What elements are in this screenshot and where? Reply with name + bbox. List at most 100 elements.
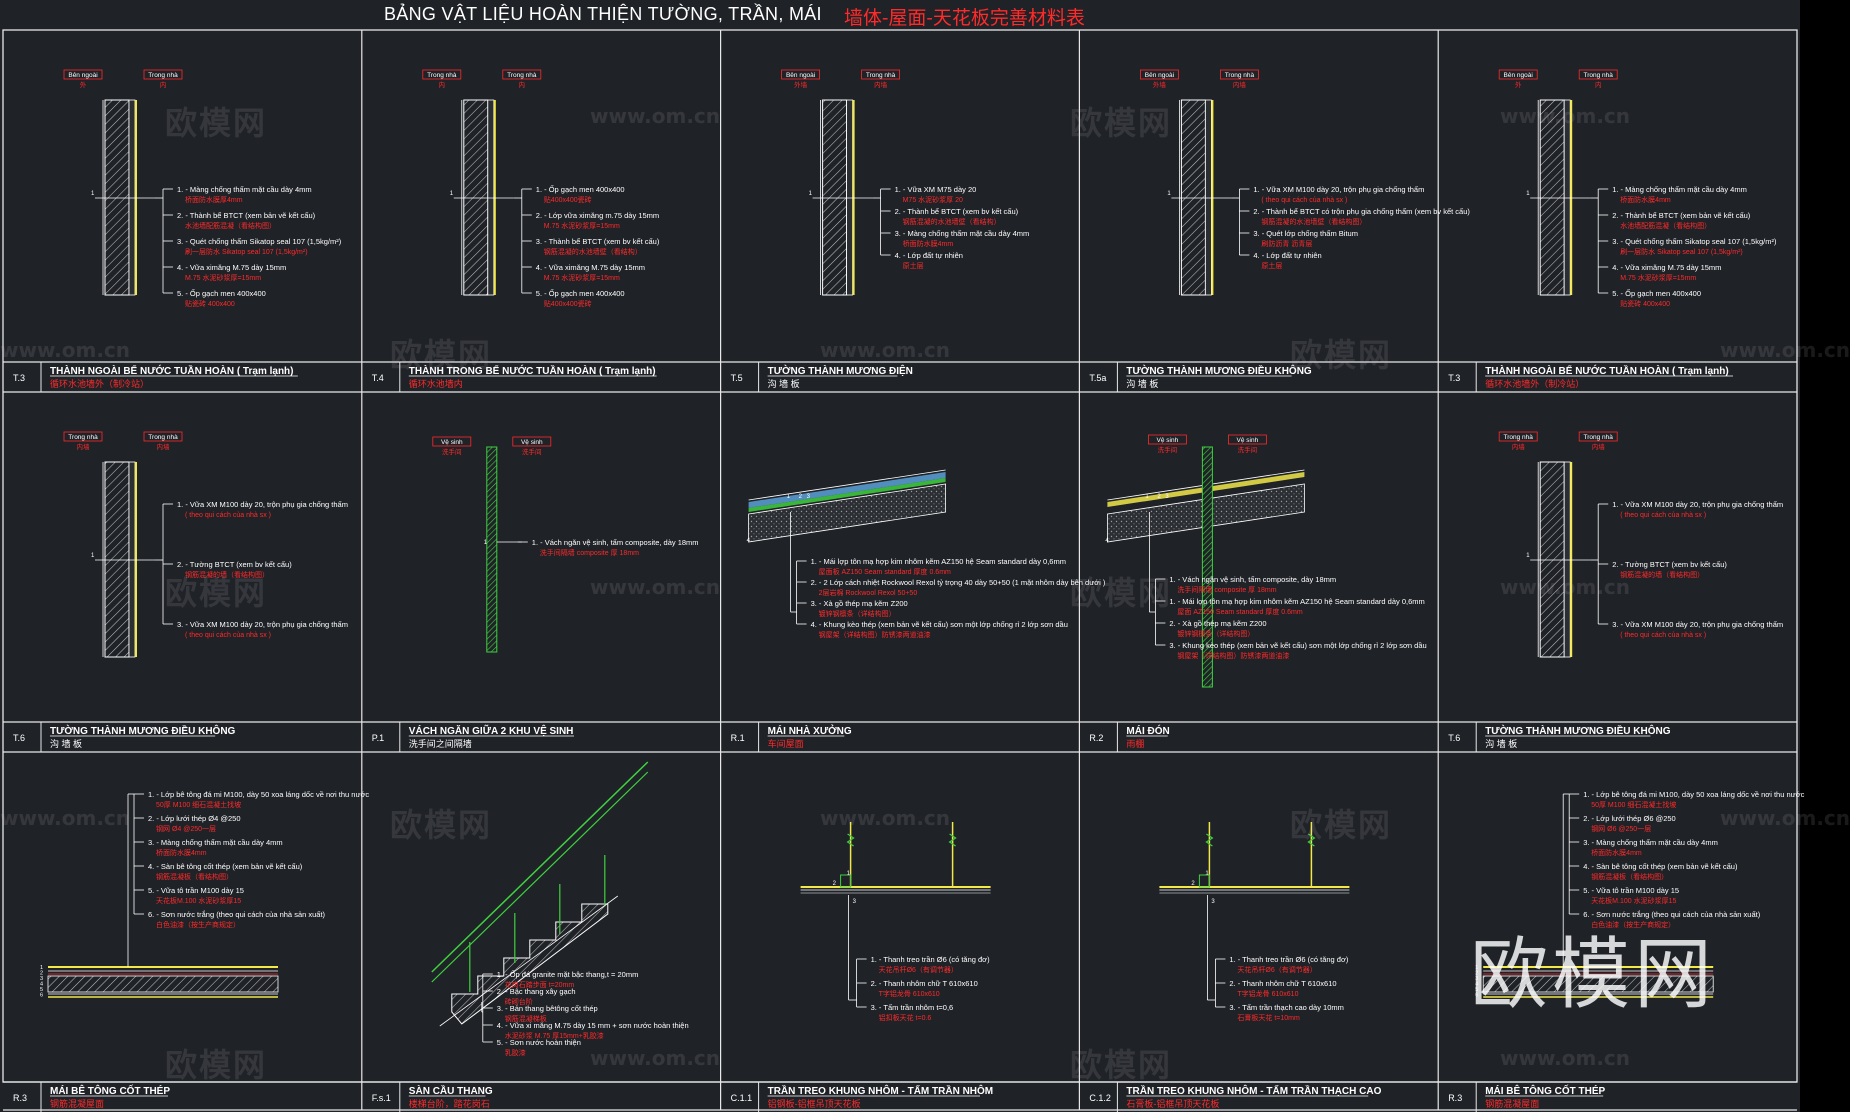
detail-title: THÀNH TRONG BỂ NƯỚC TUẦN HOÀN ( Trạm lạn… bbox=[409, 364, 656, 377]
side-tag-label-cn: 内墙 bbox=[77, 442, 91, 451]
note-line: 2. - Lớp lưới thép Ø4 @250 bbox=[148, 814, 241, 823]
note-line: 2. - Thanh nhôm chữ T 610x610 bbox=[871, 979, 978, 988]
note-line: 3. - Quét lớp chống thấm Bitum bbox=[1253, 229, 1358, 238]
note-line-cn: 钢筋混凝的墙（看结构图） bbox=[1620, 570, 1704, 579]
wall-section bbox=[463, 99, 489, 296]
note-line: 4. - Lớp đất tự nhiên bbox=[895, 251, 963, 260]
note-line: 3. - Vữa XM M100 dày 20, trộn phụ gia ch… bbox=[177, 620, 348, 629]
side-tag-box bbox=[1148, 434, 1187, 445]
wall-section bbox=[1539, 461, 1565, 658]
layer-number: 3 bbox=[1211, 899, 1215, 905]
wall-section bbox=[104, 461, 130, 658]
detail-code: R.3 bbox=[1448, 1093, 1462, 1103]
note-line-cn: 水泥砂浆 M.75 厚15mm+乳胶漆 bbox=[505, 1031, 604, 1040]
side-tag-label-cn: 内 bbox=[160, 80, 167, 89]
turnbuckle bbox=[948, 833, 957, 847]
side-tag-label-cn: 外 bbox=[80, 80, 87, 89]
layer-number: 3 bbox=[40, 976, 43, 982]
side-tag-label: Trong nhà bbox=[427, 72, 457, 79]
detail-title: TƯỜNG THÀNH MƯƠNG ĐIỆN bbox=[768, 364, 913, 377]
note-line-cn: 石膏板天花 t=10mm bbox=[1237, 1013, 1300, 1022]
layer-number: 3 bbox=[853, 899, 857, 905]
note-line: 5. - Vữa tô trần M100 dày 15 bbox=[1583, 886, 1679, 895]
layer-number: 3 bbox=[1165, 494, 1169, 500]
side-tag-box bbox=[861, 69, 900, 80]
note-line: 1. - Mái lợp tôn mạ hợp kim nhôm kẽm AZ1… bbox=[1169, 597, 1424, 606]
note-line: 5. - Ốp gạch men 400x400 bbox=[536, 288, 625, 298]
detail-title-cn: 循环水池墙内 bbox=[409, 378, 463, 389]
layer-number: 2 bbox=[833, 881, 837, 887]
note-line: 1. - Vữa XM M100 dày 20, trộn phụ gia ch… bbox=[1253, 185, 1424, 194]
stair-flight bbox=[451, 903, 609, 1025]
layer-number: 2 bbox=[40, 971, 43, 977]
side-tag-label-cn: 内墙 bbox=[1233, 80, 1247, 89]
side-tag-label: Bên ngoài bbox=[1504, 72, 1533, 79]
side-tag-label-cn: 洗手间 bbox=[522, 447, 542, 456]
layer-number: 1 bbox=[40, 965, 43, 971]
note-line-cn: 桥面防水膜4mm bbox=[1591, 848, 1642, 857]
sheet-title-vietnamese: BẢNG VẬT LIỆU HOÀN THIỆN TƯỜNG, TRẦN, MÁ… bbox=[384, 4, 822, 24]
detail-title-cn: 石膏板-铝框吊顶天花板 bbox=[1126, 1098, 1219, 1109]
layer-number: 2 bbox=[1191, 881, 1195, 887]
detail-code: T.4 bbox=[372, 373, 384, 383]
note-line-cn: 桥面防水膜4mm bbox=[903, 239, 954, 248]
note-line-cn: 镀锌钢檩条（详结构图） bbox=[819, 609, 896, 618]
note-line-cn: 桥面防水膜4mm bbox=[156, 848, 207, 857]
detail-code: R.2 bbox=[1089, 733, 1103, 743]
side-tag-label-cn: 洗手间 bbox=[1158, 445, 1178, 454]
detail-title-cn: 钢筋混凝屋面 bbox=[50, 1098, 104, 1109]
note-line-cn: 天花吊杆Ø6（有调节器） bbox=[879, 965, 958, 974]
note-line: 2. - Tường BTCT (xem bv kết cấu) bbox=[177, 560, 292, 569]
note-line-cn: ( theo qui cách của nhà sx ) bbox=[1620, 631, 1706, 639]
note-line-cn: 洗手间隔墙 composite 厚 18mm bbox=[1177, 585, 1276, 594]
layer-number: 4 bbox=[40, 982, 43, 988]
detail-title-cn: 沟 墙 板 bbox=[1126, 378, 1158, 389]
turnbuckle bbox=[1205, 833, 1214, 847]
note-line-cn: 屋面 AZ150 Seam standard 厚度 0.6mm bbox=[1177, 607, 1302, 616]
detail-code: R.1 bbox=[731, 733, 745, 743]
layer-number: 1 bbox=[1167, 191, 1171, 197]
plaster-layer bbox=[128, 461, 136, 658]
note-line-cn: 水池墙配筋混凝（看结构图） bbox=[185, 221, 276, 230]
side-tag-label-cn: 外 bbox=[1515, 80, 1522, 89]
layer-number: 4 bbox=[1105, 538, 1109, 544]
note-line: 1. - Vách ngăn vệ sinh, tấm composite, d… bbox=[1169, 575, 1336, 584]
side-tag-box bbox=[1228, 434, 1267, 445]
detail-title-cn: 循环水池墙外（制冷站） bbox=[1485, 378, 1584, 389]
note-line: 2. - Lớp vữa ximăng m.75 dày 15mm bbox=[536, 211, 659, 220]
detail-title: TƯỜNG THÀNH MƯƠNG ĐIỀU KHÔNG bbox=[50, 724, 236, 737]
note-line-cn: 钢屋架（详结构图）防锈漆两道油漆 bbox=[819, 630, 931, 639]
note-line: 1. - Vữa XM M100 dày 20, trộn phụ gia ch… bbox=[1612, 500, 1783, 509]
detail-title: MÁI NHÀ XƯỞNG bbox=[768, 724, 852, 737]
layer-number: 1 bbox=[91, 191, 95, 197]
wall-section bbox=[1180, 99, 1206, 296]
note-line: 4. - Vữa ximăng M.75 dày 15mm bbox=[536, 263, 645, 272]
roof-top-line bbox=[748, 469, 946, 501]
side-tag-label-cn: 洗手间 bbox=[1238, 445, 1258, 454]
note-line: 3. - Xà gồ thép mạ kẽm Z200 bbox=[811, 599, 908, 608]
detail-title-cn: 铝钢板-铝框吊顶天花板 bbox=[768, 1098, 861, 1109]
side-tag-label-cn: 外墙 bbox=[794, 80, 808, 89]
note-line-cn: M.75 水泥砂浆厚=15mm bbox=[185, 273, 261, 282]
side-tag-label-cn: 外墙 bbox=[1153, 80, 1167, 89]
note-line-cn: 钢筋混凝的墙（看结构图） bbox=[185, 570, 269, 579]
rc-slab bbox=[47, 975, 279, 993]
roof-sheet bbox=[748, 478, 946, 512]
note-line-cn: T字铝龙骨 610x610 bbox=[879, 989, 940, 998]
note-line: 4. - Khung kèo thép (xem bản vẽ kết cấu)… bbox=[811, 620, 1068, 629]
note-line-cn: 贴瓷砖 400x400 bbox=[1620, 299, 1670, 308]
side-tag-box bbox=[143, 431, 183, 442]
note-line: 5. - Ốp gạch men 400x400 bbox=[1612, 288, 1701, 298]
note-line-cn: 刷防沥青 沥青层 bbox=[1261, 239, 1312, 248]
note-line-cn: 钢筋混凝的水池墙壁（看结构图） bbox=[1261, 217, 1366, 226]
side-tag-box bbox=[63, 69, 103, 80]
handrail bbox=[431, 761, 649, 973]
note-line-cn: 50厚 M100 细石混凝土找坡 bbox=[156, 800, 241, 809]
side-tag-label-cn: 内墙 bbox=[874, 80, 888, 89]
side-tag-label-cn: 内墙 bbox=[157, 442, 171, 451]
side-tag-label-cn: 洗手间 bbox=[442, 447, 462, 456]
side-tag-label: Trong nhà bbox=[1584, 434, 1614, 441]
